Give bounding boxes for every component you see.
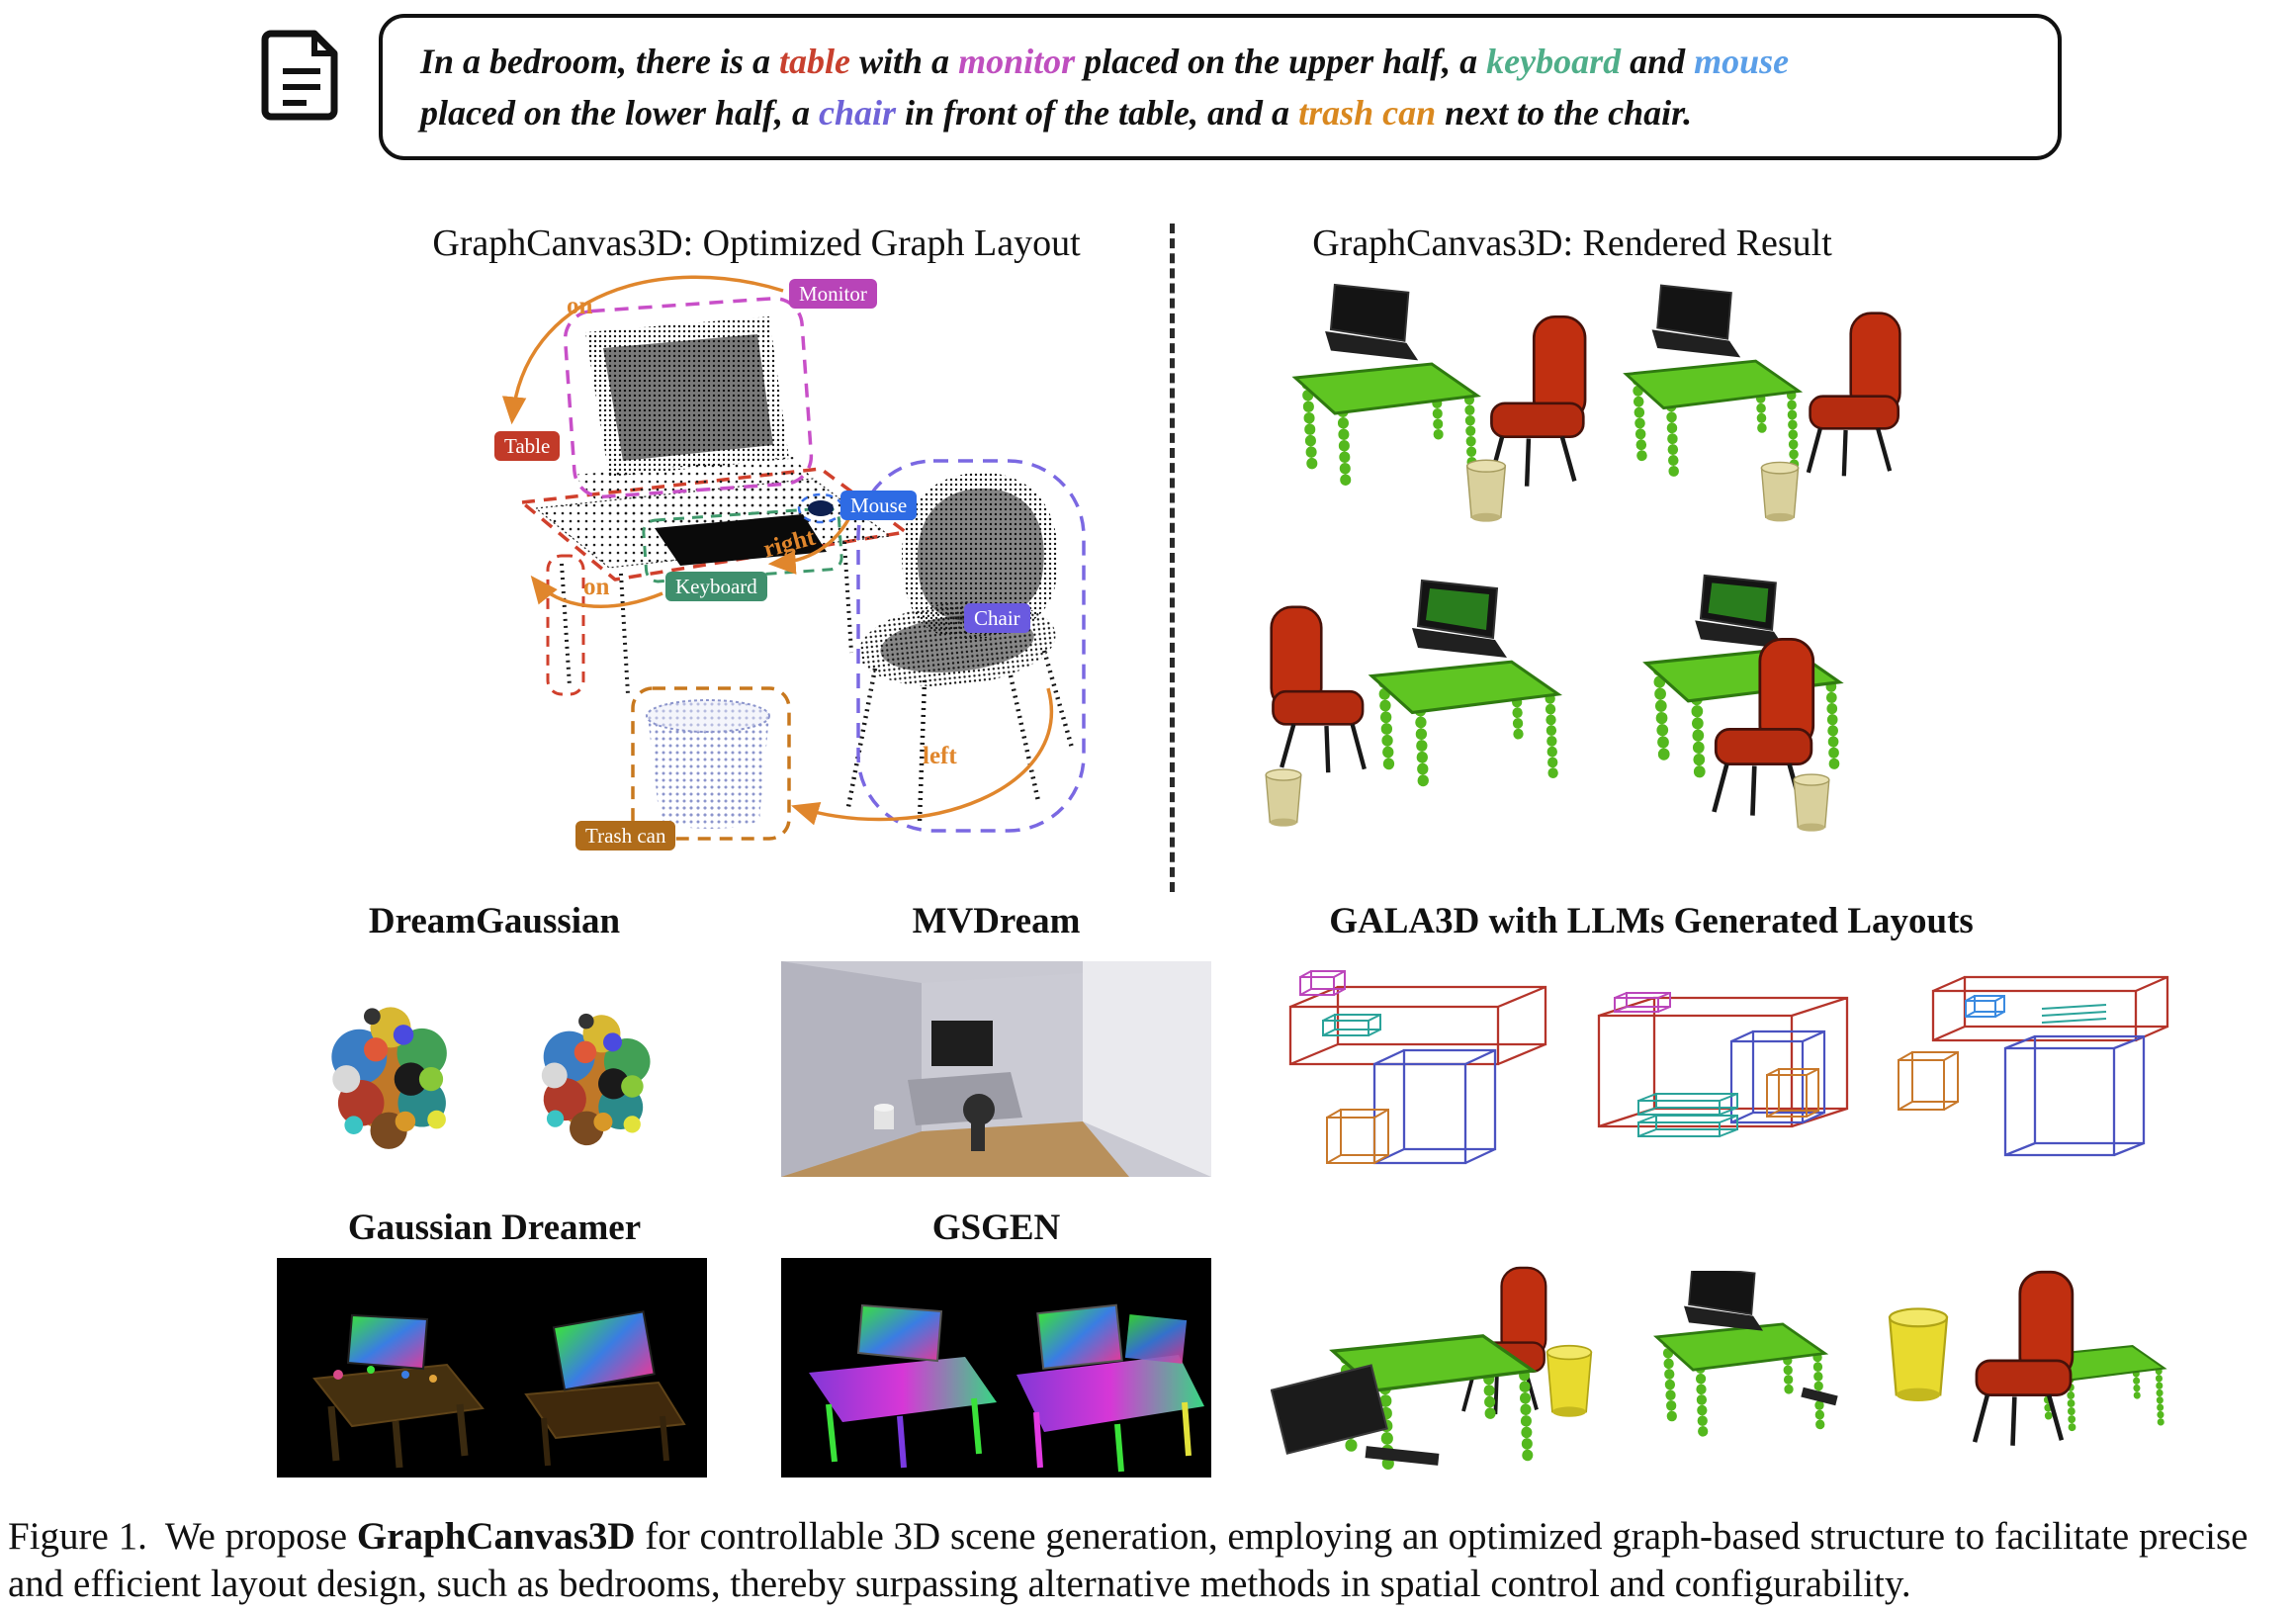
node-badge-trashcan: Trash can [575,821,676,851]
prompt-keyword-table: table [779,42,851,81]
graph-layout-title: GraphCanvas3D: Optimized Graph Layout [432,223,1081,264]
gala3d-title: GALA3D with LLMs Generated Layouts [1329,901,1974,941]
rendered-result-3 [1258,572,1569,839]
mvdream-title: MVDream [912,901,1081,941]
rendered-result-2 [1617,279,1908,531]
prompt-segment: next to the chair. [1436,93,1693,133]
gala3d-render-3 [1864,1248,2170,1490]
figure-caption: Figure 1. We propose GraphCanvas3D for co… [8,1513,2290,1608]
gaussian-dreamer-image [277,1258,707,1478]
prompt-keyword-trashcan: trash can [1298,93,1437,133]
gala3d-render-1 [1271,1254,1607,1491]
prompt-line-1: In a bedroom, there is a table with a mo… [420,36,2028,87]
rendered-result-4 [1610,572,1906,841]
relation-label-on-2: on [583,574,610,600]
gsgen-title: GSGEN [931,1208,1061,1248]
node-badge-keyboard: Keyboard [665,572,767,602]
dreamgaussian-title: DreamGaussian [368,901,621,941]
node-badge-chair: Chair [964,603,1030,634]
prompt-segment: placed on the upper half, a [1075,42,1487,81]
prompt-box: In a bedroom, there is a table with a mo… [379,14,2062,160]
prompt-keyword-keyboard: keyboard [1486,42,1622,81]
document-icon [257,28,346,123]
caption-figure-label: Figure 1. [8,1515,147,1558]
caption-bold-term: GraphCanvas3D [356,1515,636,1558]
gala3d-render-2 [1622,1271,1854,1464]
rendered-result-title: GraphCanvas3D: Rendered Result [1312,223,1832,264]
prompt-line-2: placed on the lower half, a chair in fro… [420,87,2028,138]
prompt-segment: placed on the lower half, a [420,93,819,133]
prompt-keyword-chair: chair [819,93,897,133]
node-badge-mouse: Mouse [840,491,918,521]
relation-label-left: left [923,743,957,769]
relation-label-on-1: on [567,293,593,319]
gala3d-layout-1 [1276,969,1577,1197]
prompt-segment: and [1621,42,1695,81]
prompt-keyword-monitor: monitor [958,42,1076,81]
dashed-divider [1170,224,1175,892]
gaussian-dreamer-title: Gaussian Dreamer [347,1208,642,1248]
prompt-keyword-mouse: mouse [1694,42,1790,81]
node-badge-monitor: Monitor [789,279,877,310]
node-badge-table: Table [494,431,561,462]
caption-text: We propose [164,1515,357,1558]
caption-text: for controllable 3D scene generation, em… [8,1515,2249,1605]
gala3d-layout-2 [1587,984,1874,1197]
prompt-segment: with a [850,42,959,81]
gsgen-image [781,1258,1211,1478]
rendered-result-1 [1278,279,1604,531]
graph-scene [501,275,1086,841]
dreamgaussian-image [282,964,707,1182]
graph-layout-panel: Monitor Table Mouse Keyboard Chair Trash… [425,265,1117,903]
mvdream-image [781,961,1211,1177]
prompt-segment: in front of the table, and a [896,93,1299,133]
gala3d-layout-3 [1879,969,2170,1197]
prompt-segment: In a bedroom, there is a [420,42,780,81]
